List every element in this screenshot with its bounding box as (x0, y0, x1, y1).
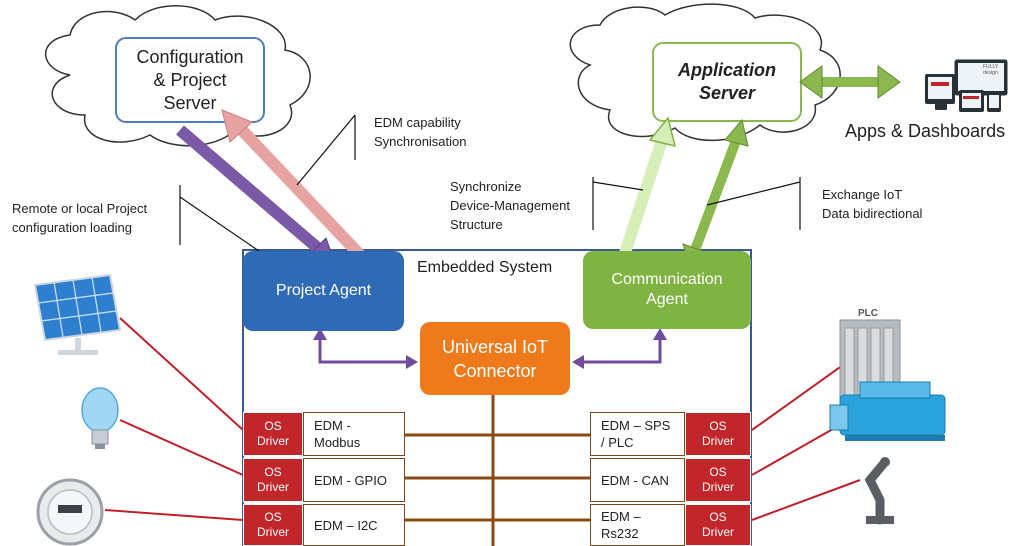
project-agent-box: Project Agent (243, 251, 404, 331)
leader-exchange (706, 181, 801, 206)
plc-label: PLC (858, 308, 878, 319)
universal-iot-connector-box: Universal IoT Connector (420, 322, 570, 395)
os-driver-left-3: OS Driver (243, 504, 303, 546)
os-driver-left-1: OS Driver (243, 412, 303, 456)
config-server-label: Configuration & Project Server (136, 46, 244, 113)
edm-i2c: EDM – I2C (303, 504, 405, 546)
green-arrow-shaft (690, 136, 742, 252)
device-lines (104, 317, 861, 521)
apps-arrow-head-left (799, 65, 823, 99)
annotation-exchange: Exchange IoT Data bidirectional (822, 187, 923, 221)
green-arrow-head-top (724, 118, 749, 147)
pink-arrow-head (221, 109, 253, 143)
annotation-edm-capability: EDM capability Synchronisation (374, 115, 467, 149)
connector-link-right-arrow-left (572, 355, 584, 369)
edm-modbus: EDM - Modbus (303, 412, 405, 456)
annotation-synchronize: Synchronize Device-Management Structure (450, 179, 570, 232)
os-driver-right-3: OS Driver (685, 504, 751, 546)
meter-icon (36, 478, 104, 546)
os-driver-right-1: OS Driver (685, 412, 751, 456)
os-driver-left-2: OS Driver (243, 458, 303, 502)
bus-lines (405, 395, 590, 546)
light-green-arrow-shaft (616, 138, 668, 264)
connector-link-right-arrow-up (653, 328, 667, 340)
application-server-cloud (569, 3, 841, 142)
connector-link-left-arrow-right (406, 355, 418, 369)
os-driver-right-2: OS Driver (685, 458, 751, 502)
config-server-cloud (44, 5, 311, 147)
pink-arrow-shaft (235, 123, 365, 260)
edm-sps-plc: EDM – SPS / PLC (590, 412, 685, 456)
apps-arrow-head-right (877, 65, 901, 99)
connector-link-right (580, 335, 662, 364)
robot-arm-icon (864, 457, 894, 525)
annotation-remote-local: Remote or local Project configuration lo… (12, 201, 148, 235)
engine-icon (829, 381, 946, 441)
application-server-label: Application Server (678, 60, 776, 103)
leader-sync (592, 181, 644, 191)
leader-edm (296, 114, 356, 186)
devices-icon (925, 59, 1008, 112)
embedded-system-title: Embedded System (417, 259, 553, 276)
devices-small-text: FULLY design (983, 64, 999, 76)
solar-panel-icon (33, 273, 122, 355)
edm-can: EDM - CAN (590, 458, 685, 502)
edm-gpio: EDM - GPIO (303, 458, 405, 502)
connector-link-left-arrow-up (313, 328, 327, 340)
communication-agent-box: Communication Agent (583, 251, 751, 329)
connector-link-left (318, 335, 410, 364)
light-green-arrow-head (648, 116, 677, 148)
edm-rs232: EDM – Rs232 (590, 504, 685, 546)
apps-dashboards-label: Apps & Dashboards (845, 121, 1006, 141)
purple-arrow-shaft (176, 125, 324, 255)
light-bulb-icon (81, 387, 119, 449)
